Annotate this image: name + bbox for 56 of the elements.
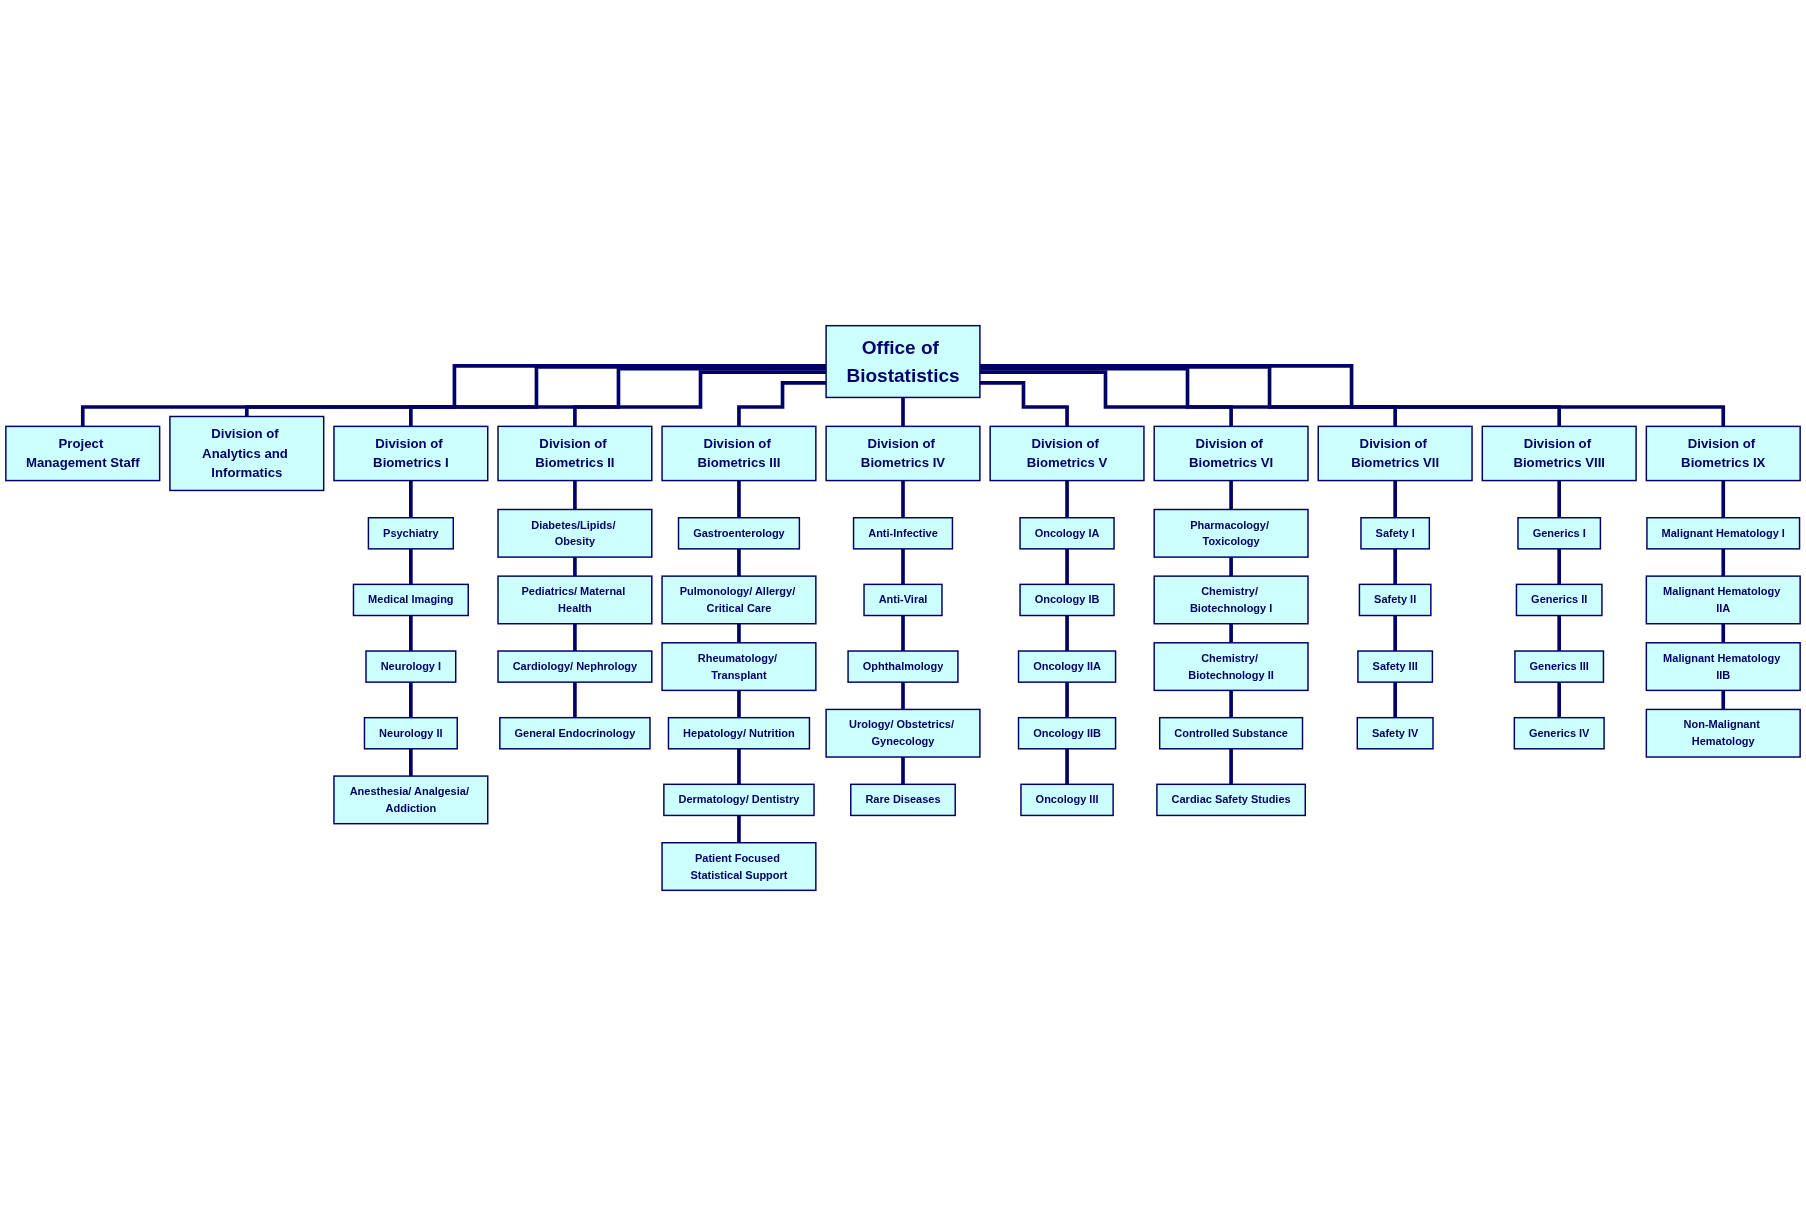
connector	[737, 547, 741, 578]
node-box: Medical Imaging	[352, 583, 469, 617]
node-box: Malignant Hematology I	[1646, 517, 1801, 550]
node-box: Oncology IIB	[1017, 716, 1117, 750]
node-box: Safety III	[1357, 650, 1434, 683]
node-box: Generics II	[1515, 583, 1603, 617]
node-box: Patient Focused Statistical Support	[661, 842, 817, 892]
node-box: Rheumatology/ Transplant	[661, 642, 817, 692]
node-box: Division of Biometrics VI	[1153, 425, 1309, 482]
node-box: Cardiology/ Nephrology	[497, 650, 653, 683]
node-box: Anesthesia/ Analgesia/ Addiction	[333, 775, 489, 825]
node-box: Controlled Substance	[1158, 716, 1304, 750]
node-box: Anti-Viral	[863, 583, 943, 617]
node-box: Cardiac Safety Studies	[1156, 783, 1306, 817]
node-box: Division of Biometrics I	[333, 425, 489, 482]
node-box: Rare Diseases	[850, 783, 956, 817]
node-box: Chemistry/ Biotechnology II	[1153, 642, 1309, 692]
node-box: Diabetes/Lipids/ Obesity	[497, 508, 653, 558]
node-box: Dermatology/ Dentistry	[663, 783, 815, 817]
node-box: Division of Analytics and Informatics	[169, 415, 325, 492]
node-box: Malignant Hematology IIB	[1645, 642, 1801, 692]
node-box: Gastroenterology	[677, 517, 801, 550]
node-box: Pediatrics/ Maternal Health	[497, 575, 653, 625]
node-box: Urology/ Obstetrics/ Gynecology	[825, 708, 981, 758]
node-box: Psychiatry	[367, 517, 455, 550]
node-box: Division of Biometrics VII	[1317, 425, 1473, 482]
node-box: Non-Malignant Hematology	[1645, 708, 1801, 758]
node-box: Hepatology/ Nutrition	[667, 716, 811, 750]
node-box: Project Management Staff	[5, 425, 161, 482]
node-box: Generics IV	[1513, 716, 1605, 750]
node-box: Office of Biostatistics	[825, 324, 981, 399]
node-box: Safety I	[1360, 517, 1431, 550]
node-box: Safety II	[1358, 583, 1432, 617]
node-box: Anti-Infective	[852, 517, 954, 550]
node-box: Neurology I	[365, 650, 457, 683]
node-box: General Endocrinology	[499, 716, 651, 750]
node-box: Oncology IIA	[1017, 650, 1117, 683]
node-box: Ophthalmology	[847, 650, 959, 683]
node-box: Oncology IA	[1019, 517, 1115, 550]
node-box: Division of Biometrics IV	[825, 425, 981, 482]
node-box: Division of Biometrics II	[497, 425, 653, 482]
node-box: Neurology II	[363, 716, 458, 750]
node-box: Chemistry/ Biotechnology I	[1153, 575, 1309, 625]
node-box: Pulmonology/ Allergy/ Critical Care	[661, 575, 817, 625]
node-box: Pharmacology/ Toxicology	[1153, 508, 1309, 558]
node-box: Generics III	[1514, 650, 1605, 683]
node-box: Division of Biometrics III	[661, 425, 817, 482]
node-box: Generics I	[1517, 517, 1602, 550]
node-box: Malignant Hematology IIA	[1645, 575, 1801, 625]
node-box: Oncology III	[1020, 783, 1114, 817]
node-box: Oncology IB	[1019, 583, 1115, 617]
node-box: Safety IV	[1356, 716, 1434, 750]
node-box: Division of Biometrics VIII	[1481, 425, 1637, 482]
node-box: Division of Biometrics IX	[1645, 425, 1801, 482]
node-box: Division of Biometrics V	[989, 425, 1145, 482]
connector	[1721, 547, 1726, 578]
